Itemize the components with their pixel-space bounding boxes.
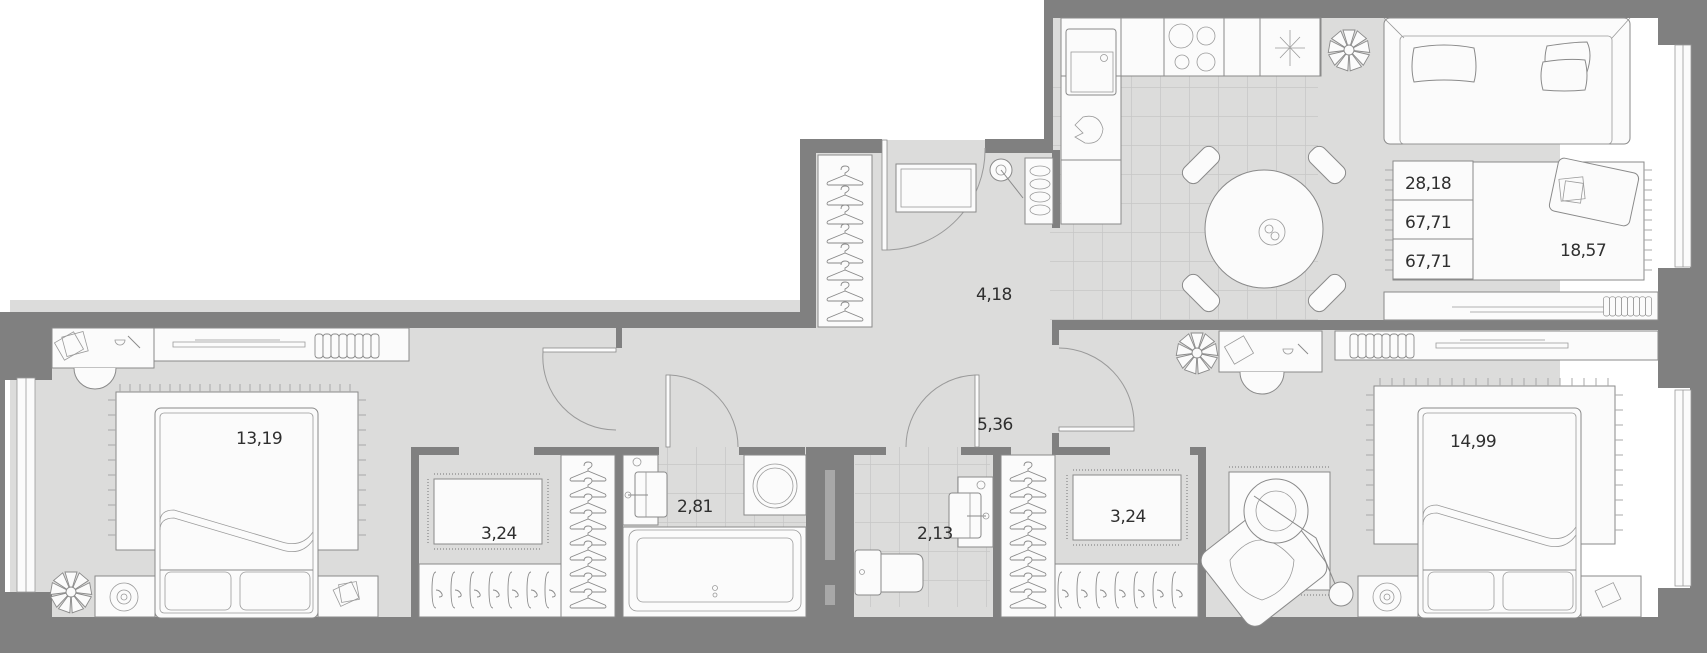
bathroom-furniture xyxy=(622,454,807,618)
right-bedroom-furniture xyxy=(1175,330,1659,627)
right-wardrobe-furniture xyxy=(1000,454,1199,618)
room-area-kitchen-living: 18,57 xyxy=(1560,241,1606,261)
desk-icon xyxy=(1218,330,1323,395)
chair-icon xyxy=(1181,145,1347,313)
left-wardrobe-furniture xyxy=(418,454,616,618)
wardrobe-hangers-icon xyxy=(817,154,873,328)
shoe-rack-icon xyxy=(1024,157,1054,225)
area-summary-table: 28,18 67,71 67,71 xyxy=(1392,160,1474,280)
nightstand-icon xyxy=(317,575,379,618)
room-area-corridor: 5,36 xyxy=(977,415,1013,435)
fridge-icon xyxy=(1074,115,1104,144)
bed-icon xyxy=(154,407,319,619)
room-area-toilet: 2,13 xyxy=(917,524,953,544)
hallway-furniture xyxy=(817,154,1054,328)
room-area-wardrobe-left: 3,24 xyxy=(481,524,517,544)
nightstand-icon xyxy=(1580,575,1642,618)
tv-unit-icon xyxy=(1334,330,1659,361)
hood-icon xyxy=(1259,17,1321,77)
left-bedroom-furniture xyxy=(49,327,410,619)
door-icon xyxy=(542,347,617,431)
room-area-bathroom: 2,81 xyxy=(677,497,713,517)
kitchen-sink-icon xyxy=(1065,28,1117,96)
rug-icon xyxy=(1066,469,1188,546)
living-area-value: 28,18 xyxy=(1405,174,1451,194)
windows xyxy=(16,44,1692,593)
umbrella-stand-icon xyxy=(989,158,1024,199)
armchair-icon xyxy=(1200,466,1354,627)
room-area-hallway: 4,18 xyxy=(976,285,1012,305)
toilet-room-furniture xyxy=(854,476,994,596)
total-area-value: 67,71 xyxy=(1405,213,1451,233)
window-icon xyxy=(16,377,36,593)
wardrobe-hangers-icon xyxy=(560,454,616,618)
tv-unit-icon xyxy=(1383,291,1659,321)
toilet-icon xyxy=(854,549,924,596)
wardrobe-hangers-icon xyxy=(418,563,562,618)
wardrobe-hangers-icon xyxy=(1000,454,1056,618)
tv-unit-icon xyxy=(153,327,410,362)
window-icon xyxy=(1674,389,1692,587)
door-icon xyxy=(1058,347,1135,432)
coffee-table-icon xyxy=(1548,157,1640,227)
door-icon xyxy=(665,374,739,448)
bathtub-icon xyxy=(622,526,807,618)
rug-icon xyxy=(427,473,549,550)
window-icon xyxy=(1674,44,1692,268)
door-icon xyxy=(905,374,980,448)
washbasin-icon xyxy=(948,476,994,548)
kitchen-furniture xyxy=(1060,17,1371,313)
desk-icon xyxy=(51,327,155,390)
washbasin-icon xyxy=(622,454,668,526)
doors xyxy=(542,139,1135,448)
doormat-icon xyxy=(895,163,977,213)
wardrobe-hangers-icon xyxy=(1054,563,1199,618)
total-area-with-balcony-value: 67,71 xyxy=(1405,252,1451,272)
nightstand-icon xyxy=(94,575,156,618)
dining-table-icon xyxy=(1181,145,1347,313)
stove-icon xyxy=(1163,17,1225,77)
room-area-wardrobe-right: 3,24 xyxy=(1110,507,1146,527)
nightstand-icon xyxy=(1357,575,1419,618)
bed-icon xyxy=(1417,407,1582,619)
room-area-bedroom-right: 14,99 xyxy=(1450,432,1496,452)
washing-machine-icon xyxy=(743,454,807,516)
room-area-labels: 18,57 4,18 5,36 13,19 3,24 2,81 2,13 3,2… xyxy=(236,241,1607,544)
sofa-icon xyxy=(1383,17,1631,145)
room-area-bedroom-left: 13,19 xyxy=(236,429,282,449)
door-icon xyxy=(881,139,986,251)
